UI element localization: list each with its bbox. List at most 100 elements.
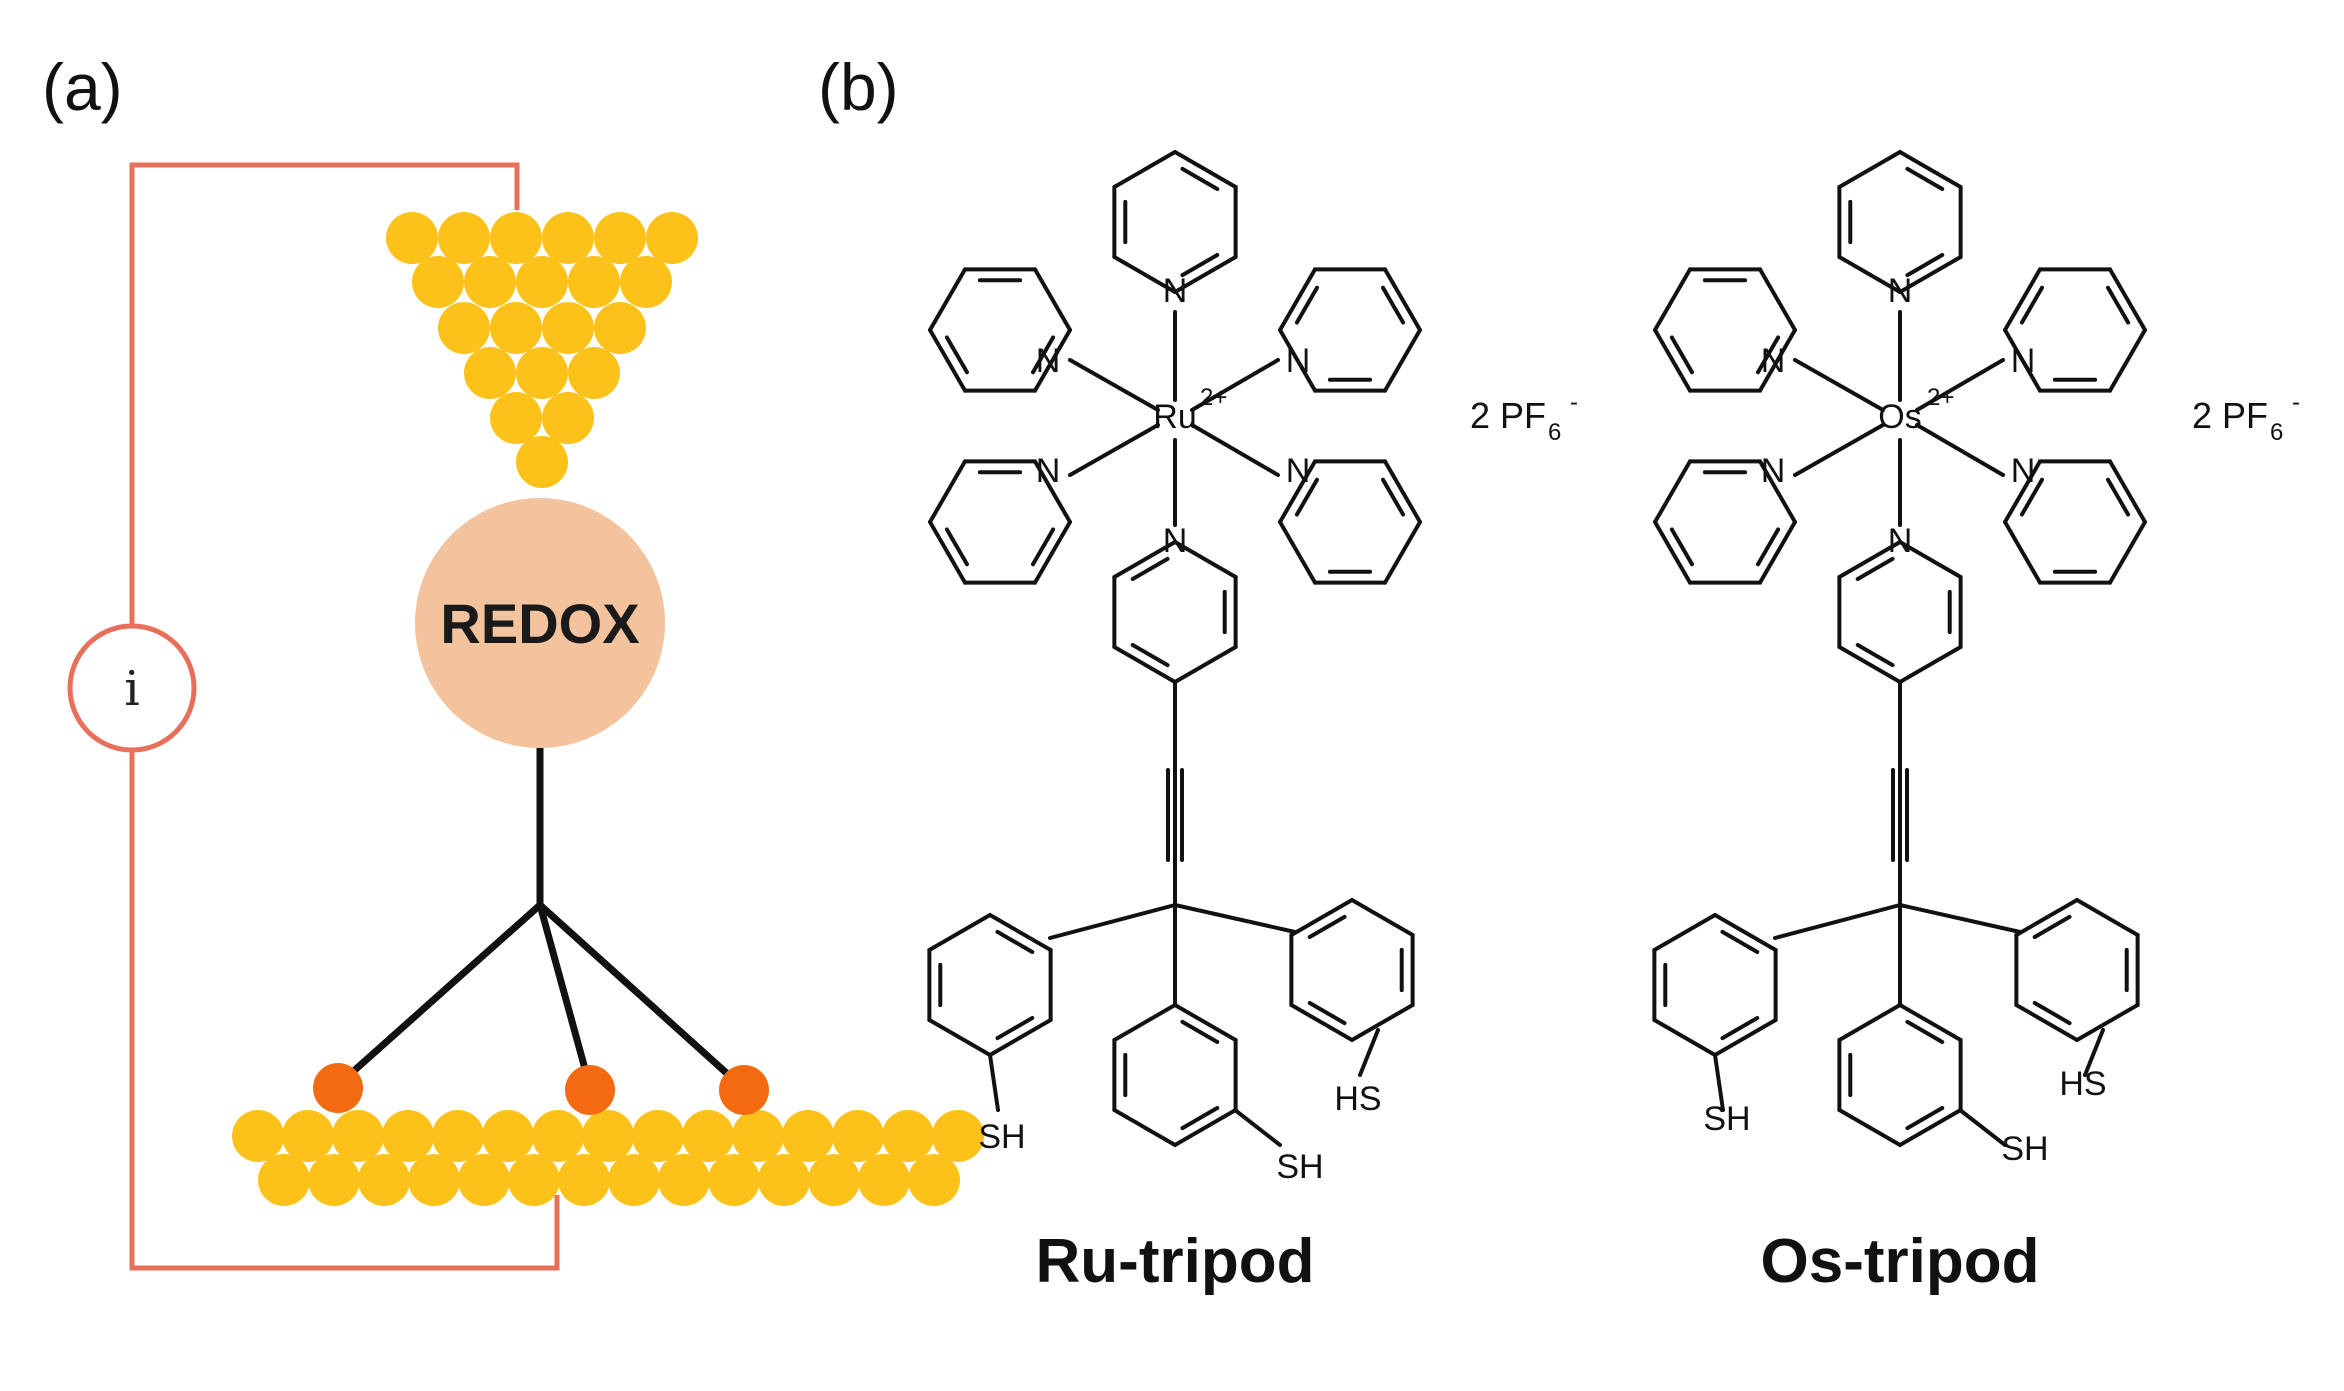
current-meter-label: i [124,661,139,717]
bond [1669,335,1694,375]
bond [2075,898,2140,937]
bond [1653,267,1692,332]
gold-atom [464,256,516,308]
bond [1898,903,2022,934]
os-tripod-structure: N N N N N N Os 2+ 2 PF 6 - SH HS SH Os-t… [1652,150,2300,1296]
gold-atom [516,256,568,308]
bond [1173,540,1238,579]
bond [1837,540,1902,579]
bond [1112,540,1177,579]
bond [1278,267,1317,332]
bond [995,929,1035,954]
bond [1720,1016,1760,1041]
gold-atom [632,1110,684,1162]
gold-atom [658,1154,710,1206]
bond [1190,423,1280,477]
bond [1307,1001,1347,1026]
bond [1112,1003,1177,1042]
bond [1652,913,1717,952]
bond [1758,520,1797,585]
bond [1915,358,2005,412]
gold-atom [358,1154,410,1206]
gold-atom [568,347,620,399]
gold-atom [412,256,464,308]
bond [1130,556,1170,581]
bond [1855,556,1895,581]
substrate-electrode [232,1110,984,1206]
bond [1233,1108,1282,1147]
bond [1278,520,1317,585]
thiol-label: SH [1276,1148,1323,1186]
bond [988,1053,1000,1112]
bond [1756,335,1781,375]
bond [1793,423,1885,477]
bond [944,527,969,567]
bond [2003,267,2042,332]
gold-atom [516,347,568,399]
bond [1837,255,1902,294]
bond [1713,1053,1725,1112]
bond [1173,255,1238,294]
bond [1289,1003,1354,1042]
bond [1180,1019,1220,1044]
bond [1173,645,1238,684]
current-meter [67,623,197,753]
counterion: 2 PF [2192,395,2268,436]
bond [1713,913,1778,952]
bond [1381,477,1406,517]
gold-atom [832,1110,884,1162]
panel-a-label: (a) [42,50,123,124]
bond [1720,929,1760,954]
gold-atom [508,1154,560,1206]
bond [1033,328,1072,393]
bond [2083,1028,2105,1077]
bond [928,459,967,524]
bond [2106,285,2131,325]
gold-atom [482,1110,534,1162]
gold-atom [464,347,516,399]
bond [1278,328,1317,393]
os-tripod-atom-labels: N N N N N N Os 2+ 2 PF 6 - SH HS SH [1703,272,2300,1168]
bond [1294,477,1319,517]
os-tripod-bonds [1652,150,2147,1147]
nitrogen-atom: N [1761,452,1786,490]
bond [1958,1108,2007,1147]
bond [1173,1108,1238,1147]
tripod-tether [334,736,746,1091]
gold-atom [858,1154,910,1206]
metal-center-label: Ru [1153,398,1196,436]
bond [1713,1018,1778,1057]
bond [1837,150,1902,189]
gold-atom [782,1110,834,1162]
redox-label: REDOX [440,592,639,655]
gold-atom [882,1110,934,1162]
nitrogen-atom: N [1888,272,1913,310]
bond [988,913,1053,952]
os-tripod-caption: Os-tripod [1761,1227,2040,1296]
gold-atom [282,1110,334,1162]
bond [1758,459,1797,524]
nitrogen-atom: N [1286,452,1311,490]
bond [928,328,967,393]
bond [1793,358,1885,412]
bond [2108,520,2147,585]
gold-atom [308,1154,360,1206]
bond [1898,645,1963,684]
bond [1180,253,1220,278]
bond [1068,358,1160,412]
bond [1898,1003,1963,1042]
bond [2003,328,2042,393]
bond [1048,903,1177,940]
tip-electrode [386,212,698,488]
gold-atom [682,1110,734,1162]
bond [1383,328,1422,393]
bond [1383,459,1422,524]
bond [2014,898,2079,937]
bond [2108,459,2147,524]
nitrogen-atom: N [1036,452,1061,490]
bond [1837,1003,1902,1042]
counterion-superscript: - [1570,389,1578,416]
circuit-wire [129,162,560,1271]
